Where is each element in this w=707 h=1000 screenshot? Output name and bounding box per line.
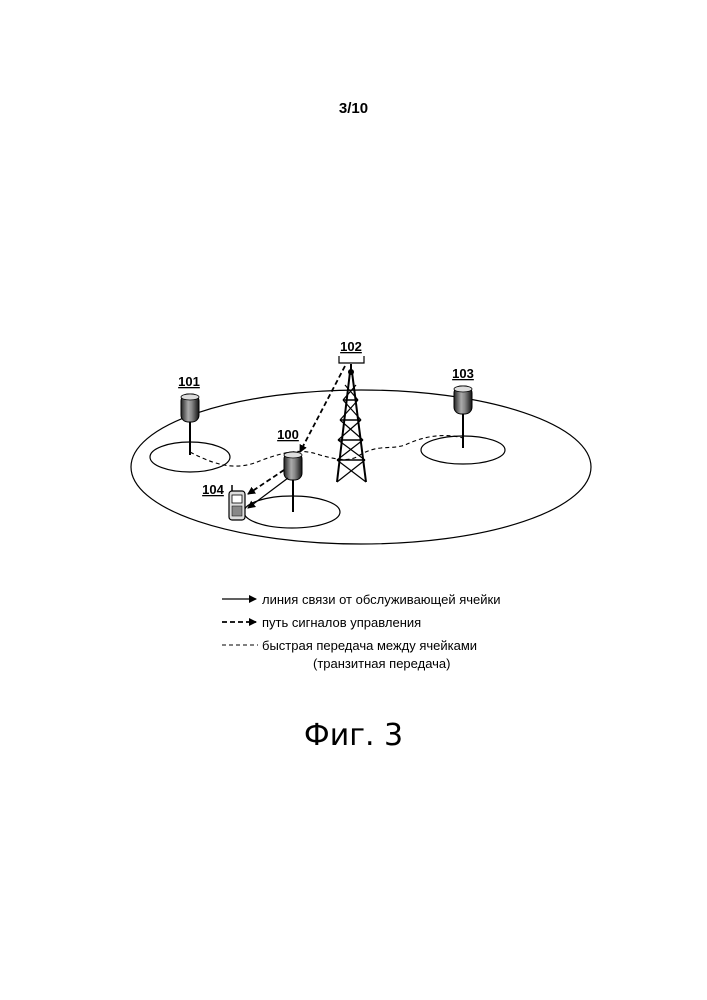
small-cell-103-icon <box>454 386 472 448</box>
node-label-103: 103 <box>452 366 474 381</box>
node-label-102: 102 <box>340 339 362 354</box>
backhaul-path <box>190 436 463 467</box>
figure-caption: Фиг. 3 <box>0 718 707 753</box>
tower-label-bracket <box>339 356 364 363</box>
macro-coverage-area <box>131 390 591 544</box>
small-cell-101-icon <box>181 394 199 455</box>
node-label-104: 104 <box>202 482 224 497</box>
mobile-phone-icon <box>229 485 245 520</box>
legend-thin-dashed-label-1: быстрая передача между ячейками <box>262 638 477 653</box>
tower-icon <box>337 364 366 482</box>
legend-solid-label: линия связи от обслуживающей ячейки <box>262 592 500 607</box>
node-label-101: 101 <box>178 374 200 389</box>
legend: линия связи от обслуживающей ячейки путь… <box>222 592 500 671</box>
control-signal-path-2 <box>248 470 284 494</box>
serving-link <box>248 478 288 508</box>
legend-bold-dashed-label: путь сигналов управления <box>262 615 421 630</box>
small-cell-100-icon <box>284 452 302 512</box>
node-label-100: 100 <box>277 427 299 442</box>
legend-thin-dashed-label-2: (транзитная передача) <box>313 656 450 671</box>
